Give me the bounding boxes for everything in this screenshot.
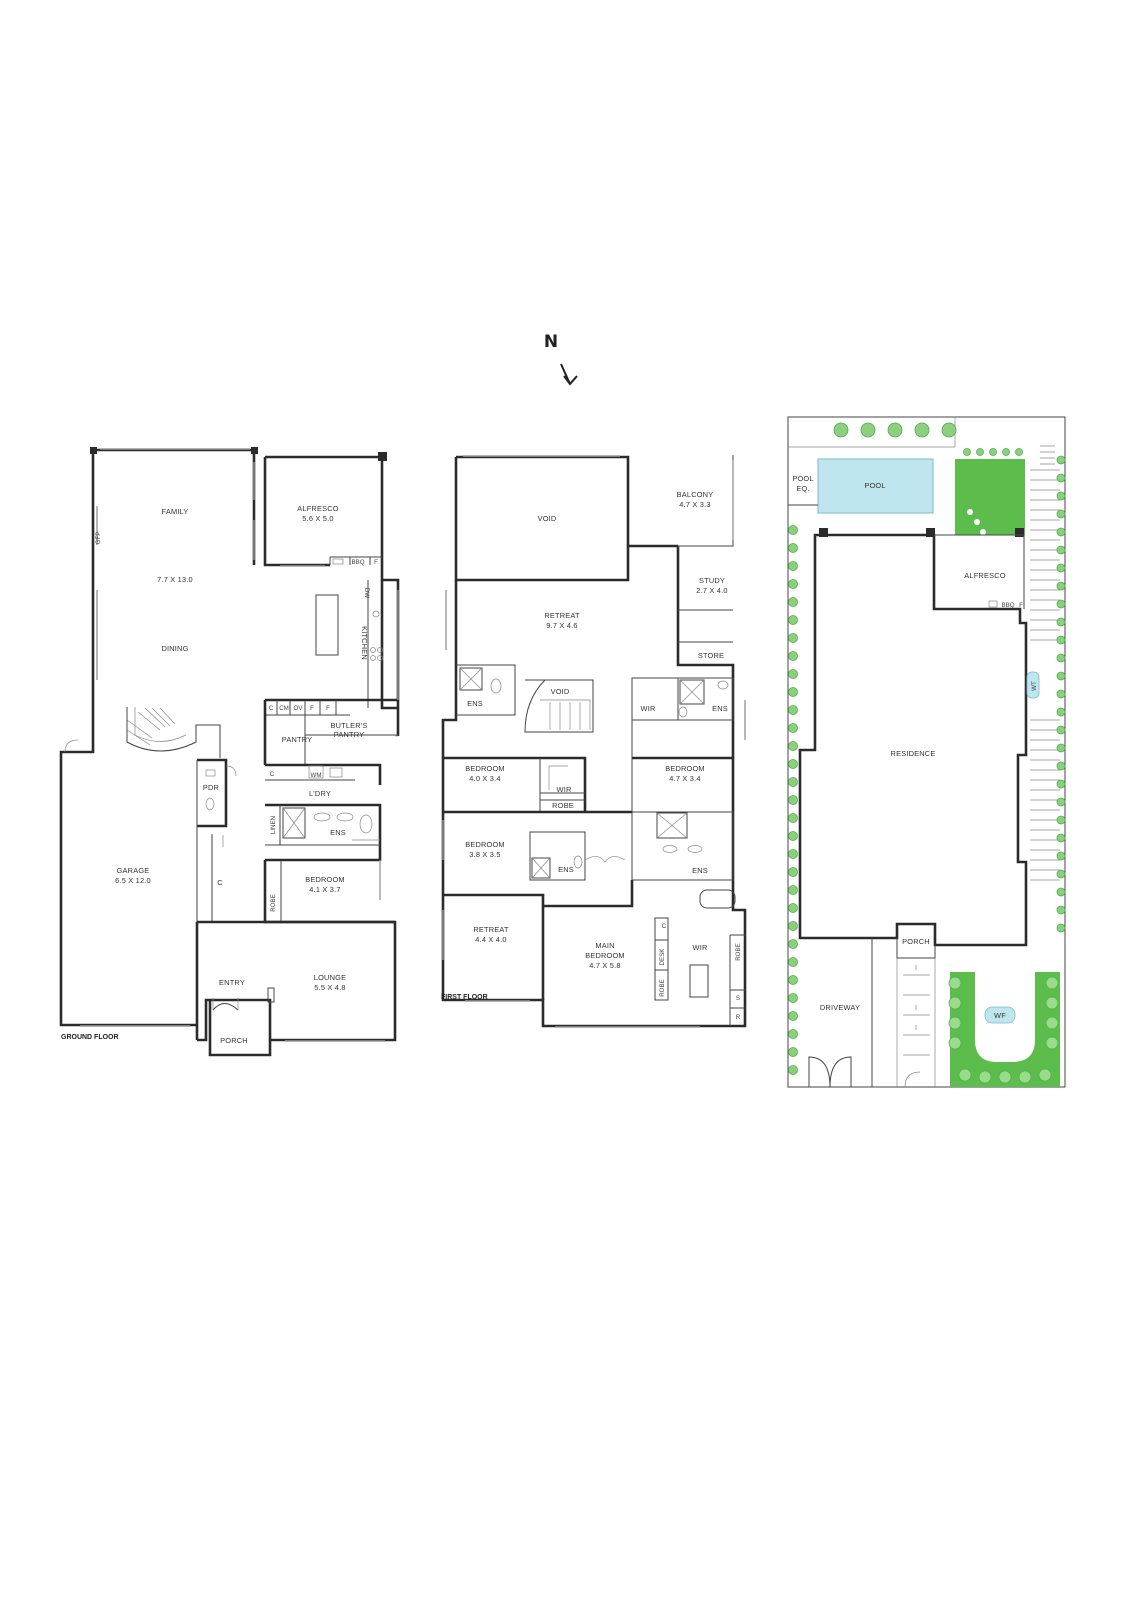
label-residence: RESIDENCE [891, 749, 936, 758]
label-retreat-dim: 9.7 X 4.6 [546, 621, 577, 630]
label-linen: LINEN [270, 816, 277, 834]
label-retreat2-dim: 4.4 X 4.0 [475, 935, 506, 944]
label-wir-1: WIR [641, 704, 656, 713]
label-balcony: BALCONY [677, 490, 714, 499]
label-wir-2: WIR [557, 785, 572, 794]
label-main: MAIN [595, 941, 614, 950]
label-c: C [269, 705, 274, 712]
label-wir-3: WIR [693, 943, 708, 952]
ground-floor-title: GROUND FLOOR [61, 1034, 119, 1041]
label-butlers: BUTLER'S [330, 721, 367, 730]
label-laundry: L'DRY [309, 789, 331, 798]
label-ens-4: ENS [692, 866, 708, 875]
label-bedroom-dim: 4.1 X 3.7 [309, 885, 340, 894]
label-butlers-pantry: PANTRY [334, 730, 365, 739]
lawn-top [955, 459, 1025, 535]
label-study: STUDY [699, 576, 725, 585]
label-alfresco: ALFRESCO [297, 504, 338, 513]
label-ens-3: ENS [558, 865, 574, 874]
label-pool-eq: POOL [792, 474, 813, 483]
label-c2: C [270, 771, 275, 778]
label-driveway: DRIVEWAY [820, 1003, 860, 1012]
label-r: R [736, 1014, 741, 1021]
label-bedroom-3: BEDROOM [465, 840, 505, 849]
label-bedroom-2: BEDROOM [665, 764, 705, 773]
label-family: FAMILY [162, 507, 189, 516]
label-lounge: LOUNGE [314, 973, 346, 982]
label-alfresco-site: ALFRESCO [964, 571, 1005, 580]
label-void-2: VOID [551, 687, 570, 696]
label-robe: ROBE [270, 894, 277, 912]
label-robe-3: ROBE [735, 943, 742, 961]
label-store: STORE [698, 651, 724, 660]
label-lounge-dim: 5.5 X 4.8 [314, 983, 345, 992]
label-robe-1: ROBE [552, 801, 574, 810]
label-f-site: F [1019, 602, 1023, 609]
label-wt: WT [1031, 681, 1038, 691]
tree-row-left [788, 525, 798, 1075]
label-main-bedroom: BEDROOM [585, 951, 625, 960]
label-porch: PORCH [220, 1036, 248, 1045]
label-f2: F [310, 705, 314, 712]
label-wf: WF [994, 1011, 1006, 1020]
label-pool-eq2: EQ. [796, 484, 809, 493]
label-wm: WM [311, 772, 322, 779]
first-floor-title: FIRST FLOOR [441, 994, 488, 1001]
label-dining: DINING [161, 644, 188, 653]
label-f3: F [326, 705, 330, 712]
first-floor-plan: VOID BALCONY 4.7 X 3.3 STUDY 2.7 X 4.0 R… [441, 455, 747, 1028]
label-garage-dim: 6.5 X 12.0 [115, 876, 151, 885]
label-bed3-dim: 3.8 X 3.5 [469, 850, 500, 859]
label-ens-2: ENS [712, 704, 728, 713]
label-c-ff: C [662, 923, 667, 930]
label-bbq: BBQ [351, 559, 364, 566]
label-ens: ENS [330, 828, 346, 837]
pool-shape [817, 458, 934, 514]
ground-floor-plan: FAMILY 7.7 X 13.0 DINING ALFRESCO 5.6 X … [59, 447, 400, 1057]
label-pool: POOL [864, 481, 885, 490]
label-c3: C [217, 878, 223, 887]
label-cm: CM [279, 705, 289, 712]
tree-row-right [1056, 455, 1066, 933]
label-pantry: PANTRY [282, 735, 313, 744]
label-family-dim: 7.7 X 13.0 [157, 575, 193, 584]
label-pdr: PDR [203, 783, 219, 792]
label-kitchen: KITCHEN [360, 626, 369, 660]
label-gfp: GFP [95, 532, 102, 545]
label-porch-site: PORCH [902, 937, 930, 946]
label-dw: DW [363, 588, 370, 598]
label-s: S [736, 995, 740, 1002]
label-desk: DESK [659, 948, 666, 966]
label-entry: ENTRY [219, 978, 245, 987]
label-void: VOID [538, 514, 557, 523]
label-ov: OV [294, 705, 304, 712]
north-arrow: N [544, 332, 578, 386]
label-bedroom-1: BEDROOM [465, 764, 505, 773]
label-retreat-2: RETREAT [473, 925, 509, 934]
label-balcony-dim: 4.7 X 3.3 [679, 500, 710, 509]
label-bbq-site: BBQ [1001, 602, 1014, 609]
label-ens-1: ENS [467, 699, 483, 708]
tree-row-top [833, 422, 1023, 456]
label-f: F [374, 559, 378, 566]
label-study-dim: 2.7 X 4.0 [696, 586, 727, 595]
label-bedroom: BEDROOM [305, 875, 345, 884]
site-plan: POOL POOL EQ. ALFRESCO BBQ F RESIDENCE W… [787, 416, 1066, 1088]
label-garage: GARAGE [117, 866, 150, 875]
label-main-dim: 4.7 X 5.8 [589, 961, 620, 970]
label-retreat: RETREAT [544, 611, 580, 620]
tree-row-front [948, 976, 1059, 1084]
label-alfresco-dim: 5.6 X 5.0 [302, 514, 333, 523]
label-bed2-dim: 4.7 X 3.4 [669, 774, 700, 783]
label-robe-2: ROBE [659, 979, 666, 997]
label-bed1-dim: 4.0 X 3.4 [469, 774, 500, 783]
north-label: N [544, 332, 558, 352]
